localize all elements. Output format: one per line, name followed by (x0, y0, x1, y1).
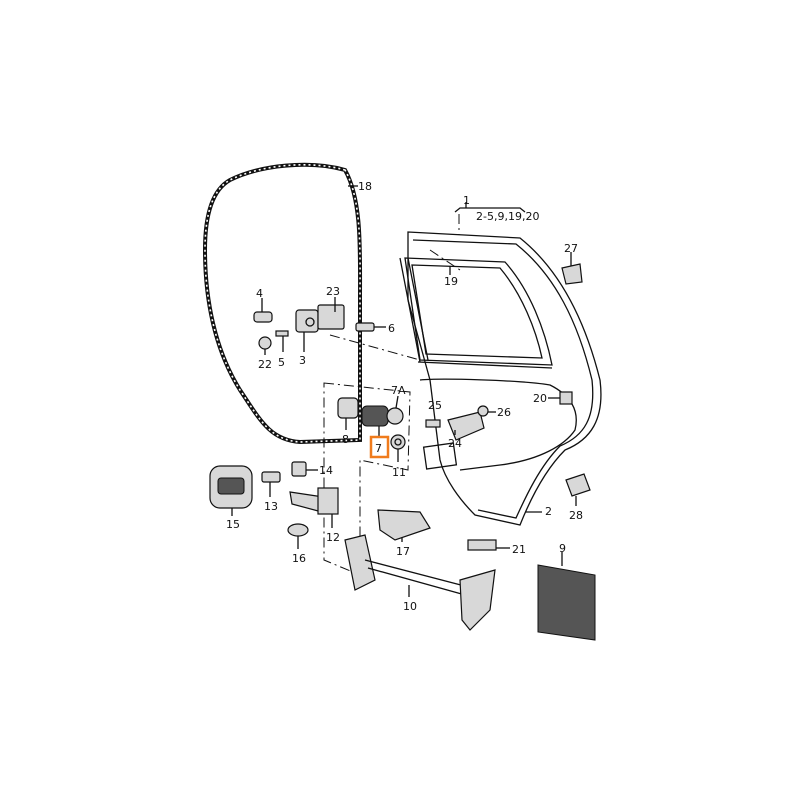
hinge-3[interactable] (295, 309, 319, 333)
label-18[interactable]: 18 (358, 180, 372, 193)
label-24[interactable]: 24 (448, 437, 462, 450)
lock-cylinder-7[interactable] (361, 405, 389, 427)
window-regulator-10[interactable] (344, 534, 496, 631)
washer-7a[interactable] (386, 407, 404, 425)
bracket-27[interactable] (561, 263, 583, 285)
label-27[interactable]: 27 (564, 242, 578, 255)
label-11[interactable]: 11 (392, 466, 406, 479)
nut-26[interactable] (477, 405, 489, 417)
seal-ring-11[interactable] (390, 434, 406, 450)
label-25[interactable]: 25 (428, 399, 442, 412)
bolt-4[interactable] (253, 311, 273, 323)
label-1[interactable]: 1 (463, 194, 470, 207)
label-2[interactable]: 2 (545, 505, 552, 518)
label-17[interactable]: 17 (396, 545, 410, 558)
label-15[interactable]: 15 (226, 518, 240, 531)
screw-25[interactable] (425, 419, 441, 428)
label-7a[interactable]: 7A (391, 384, 406, 397)
highlight-box (369, 435, 390, 459)
label-21[interactable]: 21 (512, 543, 526, 556)
striker-24[interactable] (447, 411, 485, 441)
label-16[interactable]: 16 (292, 552, 306, 565)
label-9[interactable]: 9 (559, 542, 566, 555)
clip-20[interactable] (559, 391, 573, 405)
label-14[interactable]: 14 (319, 464, 333, 477)
bracket-23[interactable] (317, 304, 345, 330)
part-labels: 18 1 2-5,9,19,20 27 19 4 23 6 5 3 22 7A … (226, 180, 583, 613)
label-13[interactable]: 13 (264, 500, 278, 513)
label-5[interactable]: 5 (278, 356, 285, 369)
leader-lines (231, 252, 577, 597)
cover-28[interactable] (565, 473, 591, 497)
handle-cap-15[interactable] (209, 465, 253, 509)
label-23[interactable]: 23 (326, 285, 340, 298)
label-26[interactable]: 26 (497, 406, 511, 419)
window-frame-19[interactable] (399, 257, 553, 369)
label-20[interactable]: 20 (533, 392, 547, 405)
inner-handle-17[interactable] (377, 509, 431, 541)
pin-5[interactable] (275, 330, 289, 337)
label-28[interactable]: 28 (569, 509, 583, 522)
membrane-9[interactable] (537, 564, 596, 641)
screw-6[interactable] (355, 322, 375, 332)
label-19[interactable]: 19 (444, 275, 458, 288)
check-strap-12[interactable] (289, 487, 339, 515)
label-3[interactable]: 3 (299, 354, 306, 367)
bolt-13[interactable] (261, 471, 281, 483)
label-4[interactable]: 4 (256, 287, 263, 300)
label-8[interactable]: 8 (342, 433, 349, 446)
cap-22[interactable] (258, 336, 272, 350)
label-22[interactable]: 22 (258, 358, 272, 371)
clip-21[interactable] (467, 539, 497, 551)
cap-16[interactable] (287, 523, 309, 537)
window-seal-18[interactable] (202, 162, 363, 445)
lock-8[interactable] (337, 397, 359, 419)
label-7[interactable]: 7 (375, 442, 382, 455)
label-6[interactable]: 6 (388, 322, 395, 335)
pin-14[interactable] (291, 461, 307, 477)
label-group-note: 2-5,9,19,20 (476, 210, 539, 223)
label-10[interactable]: 10 (403, 600, 417, 613)
label-12[interactable]: 12 (326, 531, 340, 544)
